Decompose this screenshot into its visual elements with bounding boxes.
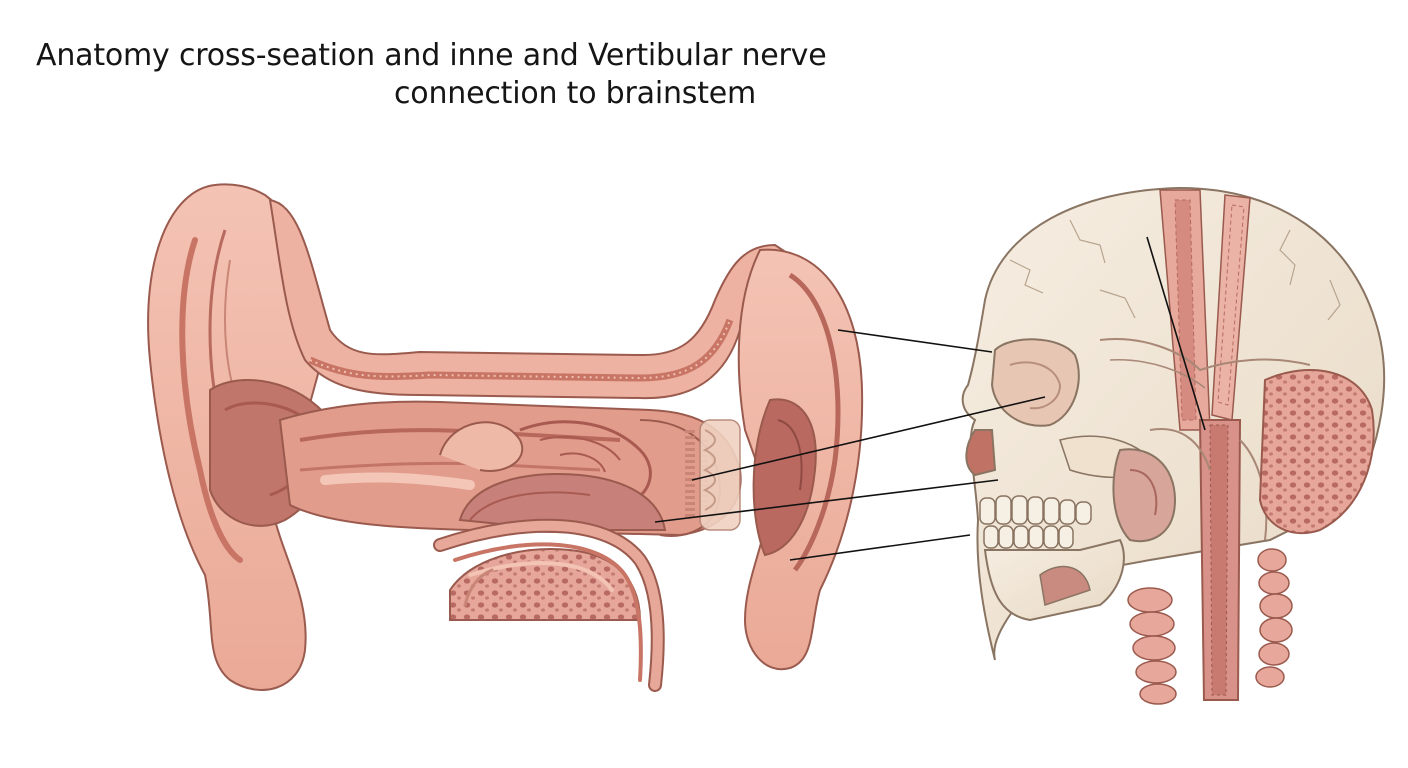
- upper-canal-band: [268, 198, 793, 400]
- leader-lines: [654, 236, 1206, 561]
- ear-cross-section: [147, 183, 864, 692]
- leader-line-4: [789, 534, 971, 561]
- nasal-cavity: [965, 429, 997, 477]
- skull-brainstem: [961, 186, 1386, 705]
- diagram-title-line-1: Anatomy cross-seation and inne and Verti…: [36, 38, 827, 73]
- vestibule-dome: [458, 473, 667, 531]
- cervical-vertebrae-back: [1255, 548, 1293, 688]
- cochlea-coil: [639, 419, 741, 537]
- occipital-tissue: [1258, 369, 1375, 535]
- leader-line-3: [654, 479, 999, 523]
- leader-line-5: [1146, 236, 1206, 431]
- teeth: [979, 495, 1092, 549]
- nerve-bundle: [433, 518, 665, 692]
- cervical-vertebrae-front: [1127, 587, 1177, 705]
- diagram-title-line-2: connection to brainstem: [394, 76, 757, 111]
- leader-line-2: [691, 396, 1046, 481]
- leader-line-1: [837, 329, 993, 353]
- brainstem: [1149, 419, 1268, 701]
